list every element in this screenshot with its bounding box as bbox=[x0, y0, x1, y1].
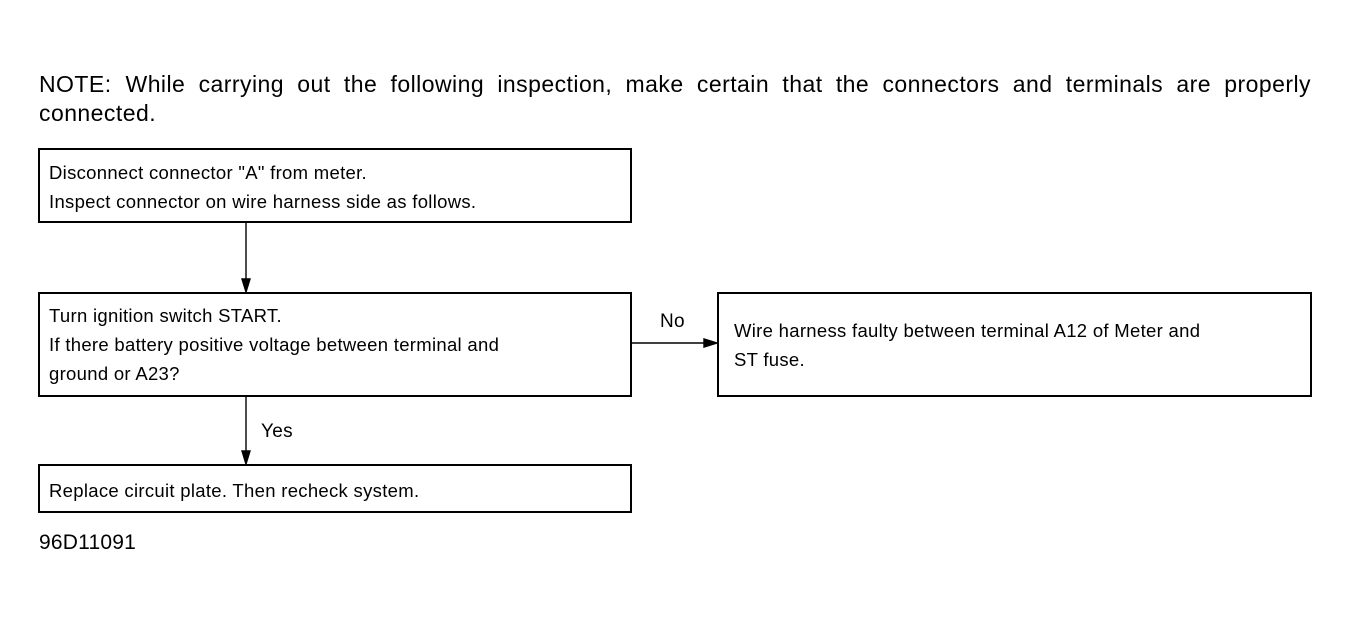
result-no-line2: ST fuse. bbox=[734, 349, 805, 370]
note-label: NOTE: bbox=[39, 71, 112, 97]
edge-label-no: No bbox=[660, 311, 685, 332]
step1-line2: Inspect connector on wire harness side a… bbox=[49, 191, 477, 212]
arrowhead-step1-to-step2 bbox=[241, 278, 251, 295]
result-replace-circuit-plate: Replace circuit plate. Then recheck syst… bbox=[38, 464, 632, 513]
note-text: While carrying out the following inspect… bbox=[39, 71, 1311, 126]
result-yes-line1: Replace circuit plate. Then recheck syst… bbox=[49, 480, 420, 501]
edge-label-yes: Yes bbox=[261, 421, 293, 442]
step2-line3: ground or A23? bbox=[49, 363, 180, 384]
arrowhead-step2-to-yes-result bbox=[241, 450, 251, 467]
step2-line1: Turn ignition switch START. bbox=[49, 305, 282, 326]
step1-line1: Disconnect connector "A" from meter. bbox=[49, 162, 368, 183]
result-no-line1: Wire harness faulty between terminal A12… bbox=[734, 320, 1201, 341]
result-wire-harness-faulty: Wire harness faulty between terminal A12… bbox=[717, 292, 1312, 397]
step-disconnect-connector: Disconnect connector "A" from meter. Ins… bbox=[38, 148, 632, 223]
decision-battery-voltage: Turn ignition switch START. If there bat… bbox=[38, 292, 632, 397]
figure-id: 96D11091 bbox=[39, 531, 136, 554]
inspection-note: NOTE:While carrying out the following in… bbox=[39, 70, 1311, 128]
step2-line2: If there battery positive voltage betwee… bbox=[49, 334, 500, 355]
arrowhead-step2-to-no-result bbox=[703, 338, 720, 348]
